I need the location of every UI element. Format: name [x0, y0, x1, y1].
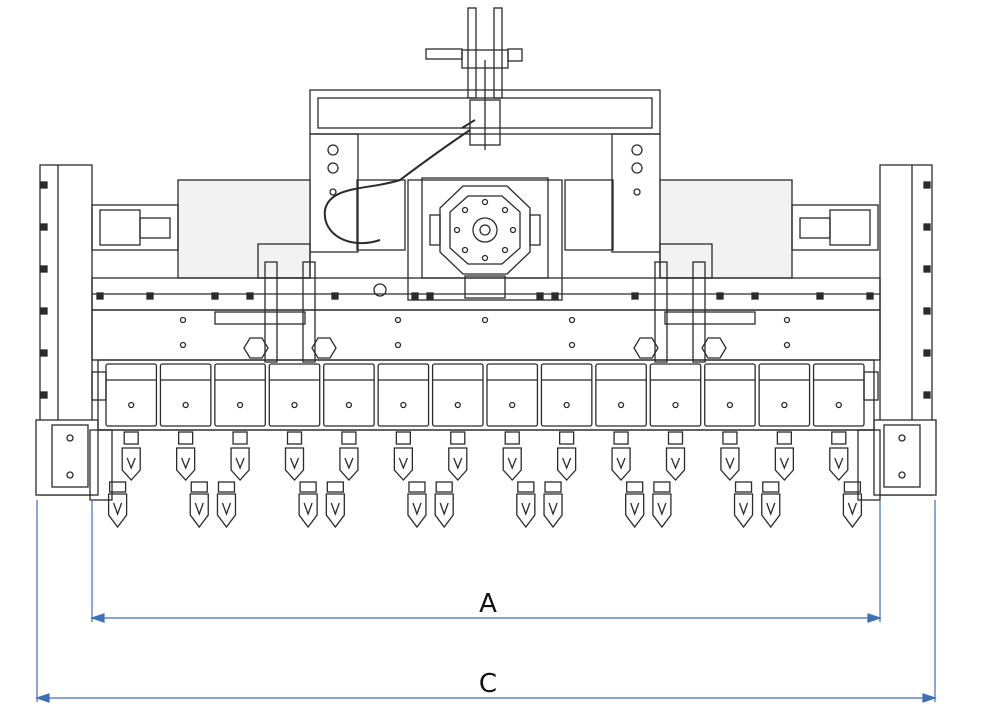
blade-module — [486, 363, 539, 427]
tine-lower — [625, 481, 645, 529]
blade-module — [758, 363, 811, 427]
bolt-icon — [551, 292, 559, 300]
bolt-icon — [751, 292, 759, 300]
tine-upper — [448, 431, 468, 481]
bolt-icon — [923, 181, 931, 189]
dimension-annotations — [35, 500, 937, 703]
blade-module — [595, 363, 647, 427]
tine-lower — [407, 481, 427, 529]
blade-module — [105, 363, 158, 427]
blade-module — [323, 363, 375, 427]
tine-upper — [611, 431, 631, 481]
arrow-a-left — [90, 613, 105, 623]
bolt-icon — [866, 292, 874, 300]
hitch-mast — [425, 7, 523, 150]
blade-module — [159, 363, 212, 427]
machine-drawing — [35, 7, 937, 529]
bolt-icon — [923, 391, 931, 399]
tine-lower — [516, 481, 536, 529]
tine-upper — [665, 431, 686, 481]
blade-module — [377, 363, 430, 427]
bolt-icon — [923, 307, 931, 315]
bolt-icon — [923, 223, 931, 231]
bolt-icon — [211, 292, 219, 300]
arrow-a-right — [867, 613, 882, 623]
tine-lower — [761, 481, 781, 529]
bolt-icon — [411, 292, 419, 300]
tine-lower — [189, 481, 209, 529]
bolt-icon — [631, 292, 639, 300]
arrow-c-right — [922, 693, 937, 703]
tine-lower — [325, 481, 345, 529]
gearbox — [407, 177, 563, 301]
arrow-c-left — [35, 693, 50, 703]
dimension-label-a: A — [479, 589, 497, 619]
bolt-icon — [146, 292, 154, 300]
bolt-icon — [40, 265, 48, 273]
blade-module — [540, 363, 593, 427]
blade-module — [704, 363, 756, 427]
tine-lower — [733, 481, 754, 529]
bolt-icon — [923, 349, 931, 357]
bolt-icon — [716, 292, 724, 300]
tine-upper — [502, 431, 522, 481]
upper-frame — [309, 89, 661, 253]
tine-lower — [434, 481, 454, 529]
bolt-icon — [40, 391, 48, 399]
tine-lower — [842, 481, 863, 529]
blade-module — [431, 363, 484, 427]
tine-upper — [393, 431, 414, 481]
bolt-icon — [40, 181, 48, 189]
left-side-plate — [35, 164, 179, 501]
tine-upper — [284, 431, 305, 481]
bolt-icon — [246, 292, 254, 300]
tine-upper — [774, 431, 795, 481]
tine-upper — [720, 431, 740, 481]
tine-lower — [216, 481, 237, 529]
bolt-icon — [40, 349, 48, 357]
bolt-icon — [536, 292, 544, 300]
tine-lower — [652, 481, 672, 529]
blade-modules — [105, 363, 865, 427]
tine-lower — [298, 481, 318, 529]
bolt-icon — [40, 307, 48, 315]
tine-upper — [175, 431, 196, 481]
hydraulic-hose — [323, 129, 471, 245]
bolt-icon — [426, 292, 434, 300]
tine-upper — [829, 431, 849, 481]
rotor-tines — [107, 431, 863, 529]
bolt-icon — [331, 292, 339, 300]
blade-module — [649, 363, 702, 427]
bolt-icon — [816, 292, 824, 300]
bolt-icon — [923, 265, 931, 273]
bolt-icon — [96, 292, 104, 300]
tine-lower — [543, 481, 563, 529]
bolt-icon — [40, 223, 48, 231]
blade-module — [812, 363, 865, 427]
tine-upper — [121, 431, 141, 481]
tine-upper — [230, 431, 250, 481]
tine-upper — [556, 431, 577, 481]
side-covers — [177, 179, 793, 279]
tine-upper — [339, 431, 359, 481]
right-side-plate — [791, 164, 937, 501]
blade-module — [214, 363, 266, 427]
tine-lower — [107, 481, 128, 529]
blade-module — [268, 363, 321, 427]
dimension-label-c: C — [479, 669, 497, 699]
